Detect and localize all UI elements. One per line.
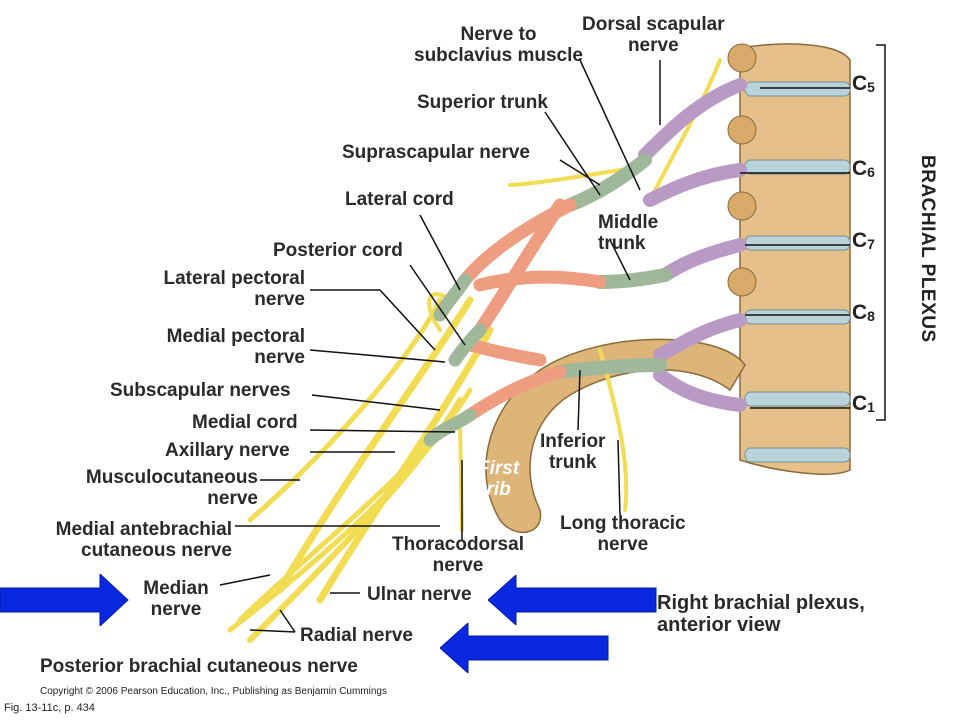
- label-root-c5: C5: [852, 72, 875, 95]
- cord-segments: [423, 273, 487, 447]
- label-suprascapular-nerve: Suprascapular nerve: [342, 142, 530, 163]
- label-middle-trunk: Middle trunk: [598, 212, 659, 254]
- label-root-c1: C1: [852, 392, 875, 415]
- label-superior-trunk: Superior trunk: [417, 92, 548, 113]
- label-nerve-to-subclavius: Nerve to subclavius muscle: [414, 24, 583, 66]
- copyright-notice: Copyright © 2006 Pearson Education, Inc.…: [40, 686, 387, 697]
- label-medial-pectoral-nerve: Medial pectoral nerve: [166, 326, 305, 368]
- arrow-left-icon: [440, 623, 609, 673]
- plexus-bracket: [876, 44, 886, 421]
- label-medial-cord: Medial cord: [192, 412, 298, 433]
- label-lateral-pectoral-nerve: Lateral pectoral nerve: [163, 268, 306, 310]
- arrow-right-icon: [0, 574, 129, 626]
- label-thoracodorsal-nerve: Thoracodorsal nerve: [392, 534, 524, 576]
- vertebral-column: [727, 43, 851, 475]
- label-dorsal-scapular: Dorsal scapular nerve: [582, 14, 725, 56]
- leader-lines: [219, 59, 850, 633]
- arrow-left-icon: [488, 575, 657, 625]
- label-ulnar-nerve: Ulnar nerve: [367, 584, 472, 605]
- label-posterior-brachial-cutaneous-nerve: Posterior brachial cutaneous nerve: [40, 656, 358, 677]
- brachial-plexus-title: BRACHIAL PLEXUS: [917, 155, 938, 343]
- label-inferior-trunk: Inferior trunk: [540, 431, 606, 473]
- label-first-rib: First rib: [478, 458, 520, 500]
- label-right-brachial-plexus-anterior-view: Right brachial plexus, anterior view: [657, 592, 865, 636]
- label-root-c8: C8: [852, 301, 875, 324]
- label-median-nerve: Median nerve: [143, 578, 209, 620]
- label-medial-antebrachial-cutaneous-nerve: Medial antebrachial cutaneous nerve: [55, 519, 232, 561]
- label-root-c7: C7: [852, 229, 875, 252]
- label-long-thoracic-nerve: Long thoracic nerve: [560, 513, 686, 555]
- label-lateral-cord: Lateral cord: [345, 189, 454, 210]
- label-musculocutaneous-nerve: Musculocutaneous nerve: [85, 467, 258, 509]
- cords: [458, 198, 607, 422]
- label-posterior-cord: Posterior cord: [273, 240, 403, 261]
- figure-reference: Fig. 13-11c, p. 434: [4, 702, 95, 714]
- label-subscapular-nerves: Subscapular nerves: [110, 380, 291, 401]
- label-root-c6: C6: [852, 157, 875, 180]
- label-radial-nerve: Radial nerve: [300, 625, 413, 646]
- label-axillary-nerve: Axillary nerve: [165, 440, 290, 461]
